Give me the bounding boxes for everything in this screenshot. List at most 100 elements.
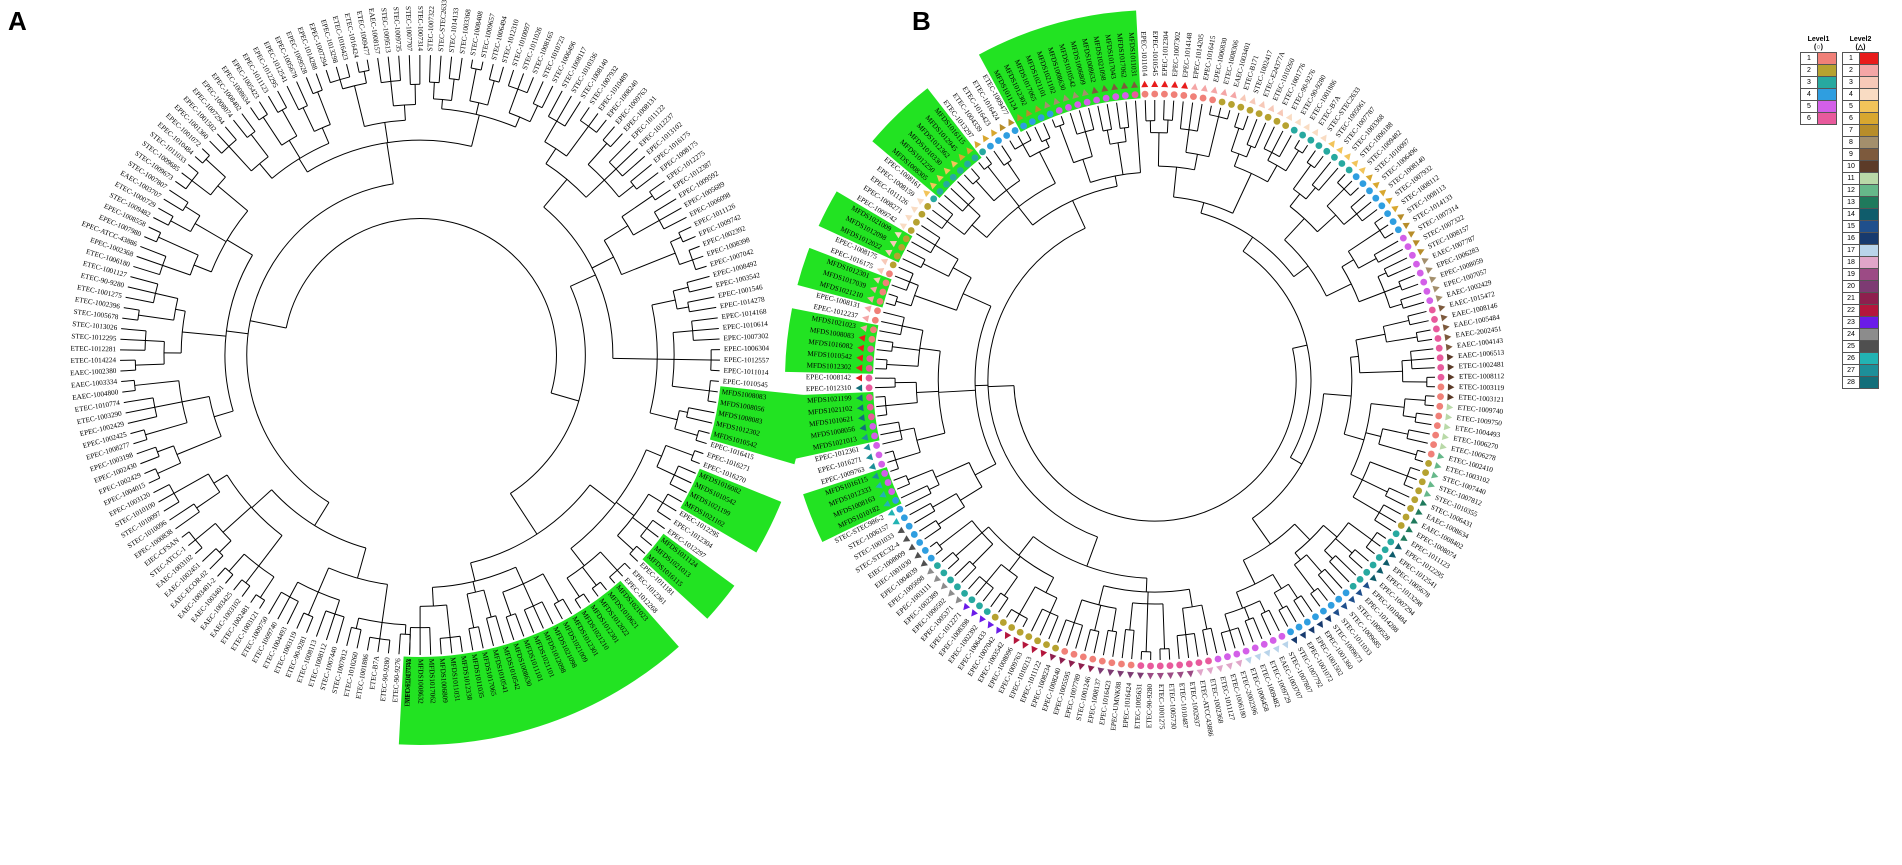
tree-a-branch: [691, 317, 718, 322]
tree-a-branch: [562, 598, 573, 615]
tree-b-branch-arc: [1120, 126, 1129, 129]
legend-level2-number: 19: [1842, 268, 1860, 281]
tree-b-level1-marker: [866, 403, 874, 411]
tree-b-level1-marker: [1394, 226, 1402, 234]
tree-b-branch: [1088, 107, 1095, 130]
tree-b-level2-marker: [1311, 128, 1319, 137]
tree-b-branch: [1008, 556, 1021, 572]
tree-b-branch: [1324, 550, 1333, 559]
tree-a-branch: [403, 104, 406, 121]
tree-b-level2-marker: [1087, 665, 1095, 673]
tree-b-level1-marker: [1166, 662, 1174, 670]
tree-a-branch: [188, 539, 196, 547]
tree-b-branch: [1209, 105, 1212, 115]
tree-b-branch-arc: [1414, 450, 1418, 460]
tree-a-branch: [532, 81, 544, 104]
tree-a-branch: [120, 369, 136, 372]
tree-b-branch-arc: [1337, 182, 1351, 196]
tree-b-branch: [1057, 619, 1067, 643]
tree-b-branch: [887, 459, 896, 463]
tree-b-branch: [1194, 154, 1198, 170]
tree-b-level2-marker: [855, 384, 863, 392]
tree-b-level2-marker: [1382, 559, 1390, 566]
tree-a-leaf-label: STEC-1007314: [416, 6, 424, 52]
tree-b-branch: [1411, 367, 1435, 370]
tree-a-branch: [334, 599, 340, 615]
tree-b-level2-marker: [1324, 614, 1332, 623]
tree-a-branch: [390, 81, 394, 106]
tree-b-branch: [939, 520, 973, 547]
tree-a-branch: [379, 622, 383, 639]
tree-b-branch: [954, 560, 971, 577]
tree-b-branch: [1378, 248, 1403, 263]
tree-b-branch-arc: [1132, 602, 1163, 605]
tree-b-branch: [993, 150, 1005, 166]
tree-b-branch: [1001, 145, 1012, 161]
tree-b-branch: [1323, 524, 1338, 538]
tree-b-level1-marker: [934, 562, 941, 570]
tree-a-branch: [612, 357, 658, 360]
legend-level2-swatch: [1859, 292, 1879, 305]
tree-a-branch: [363, 71, 367, 84]
tree-b-level1-marker: [1205, 657, 1212, 665]
legend-level2-swatch: [1859, 304, 1879, 317]
tree-b-level2-marker: [920, 559, 928, 567]
legend-level1-number: 1: [1800, 52, 1818, 65]
tree-b-level2-marker: [1328, 140, 1335, 148]
tree-b-level1-marker: [1102, 94, 1110, 102]
tree-b-level1-marker: [1320, 607, 1327, 615]
tree-a-leaf-label: EPEC-1010614: [722, 320, 768, 332]
tree-b-level1-marker: [1131, 91, 1139, 99]
tree-b-branch: [975, 180, 995, 202]
tree-b-level2-marker: [1017, 113, 1024, 122]
tree-b-branch-arc: [1410, 351, 1413, 369]
tree-b-level1-marker: [991, 613, 999, 621]
tree-b-branch-arc: [1350, 206, 1363, 222]
tree-b-branch-arc: [955, 493, 965, 508]
tree-a-branch: [387, 56, 392, 82]
legend-level2-swatch: [1859, 148, 1879, 161]
tree-a-leaf-label: EPEC-1011014: [723, 367, 769, 377]
tree-b-branch: [919, 520, 937, 532]
tree-a-branch: [654, 198, 677, 213]
tree-a-branch-arc: [246, 183, 394, 503]
tree-a-branch: [621, 195, 653, 218]
tree-a-branch: [355, 617, 360, 629]
tree-a-branch: [228, 146, 252, 172]
tree-b-branch: [1407, 310, 1427, 317]
tree-b-level2-marker: [1336, 146, 1343, 155]
tree-b-branch: [875, 386, 896, 389]
tree-a-branch: [646, 527, 659, 538]
tree-a-branch: [544, 120, 558, 142]
tree-a-branch: [123, 307, 140, 311]
tree-b-branch: [875, 396, 886, 398]
tree-a-leaf-label: STEC-1007707: [404, 6, 414, 52]
tree-a-branch: [710, 380, 719, 382]
tree-a-branch-arc: [342, 82, 367, 90]
tree-b-level2-marker: [1272, 645, 1280, 653]
tree-b-branch: [1417, 338, 1433, 342]
tree-a-branch: [656, 466, 675, 476]
tree-a-branch: [181, 172, 193, 182]
tree-b-level1-marker: [1378, 202, 1386, 210]
tree-b-level2-marker: [1127, 671, 1135, 679]
tree-b-branch: [1318, 167, 1339, 191]
tree-b-leaf-label: EPEC-1012310: [806, 384, 852, 393]
tree-b-level2-marker: [1049, 653, 1057, 661]
tree-a-branch-arc: [629, 545, 638, 555]
tree-b-leaf-label: EPEC-1010545: [1151, 31, 1159, 77]
tree-a-branch: [398, 55, 401, 81]
tree-b-branch: [1365, 432, 1381, 437]
tree-b-branch-arc: [1231, 150, 1247, 158]
tree-b-level2-marker: [1121, 82, 1129, 89]
tree-b-branch: [1123, 127, 1127, 142]
tree-a-branch: [138, 314, 174, 321]
tree-b-branch: [1379, 224, 1389, 231]
tree-a-branch-arc: [143, 429, 148, 440]
tree-b-branch: [1234, 112, 1240, 128]
tree-b-level1-marker: [971, 154, 979, 162]
tree-a-branch: [556, 95, 572, 122]
tree-b-branch: [1072, 200, 1086, 229]
tree-b-branch: [1093, 631, 1100, 654]
